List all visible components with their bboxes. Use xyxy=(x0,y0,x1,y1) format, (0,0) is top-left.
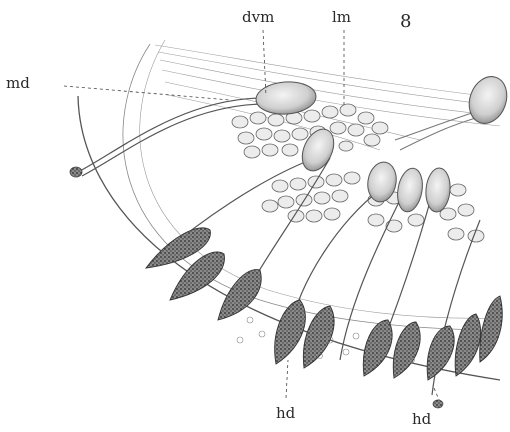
label-dvm: dvm xyxy=(242,10,274,25)
label-lm: lm xyxy=(332,10,351,25)
label-md: md xyxy=(6,76,30,91)
figure-number: 8 xyxy=(400,14,411,29)
bulb-glands xyxy=(255,71,510,213)
label-hd-left: hd xyxy=(276,406,295,421)
duct-opening xyxy=(70,167,82,177)
duct-tip xyxy=(433,400,443,408)
label-hd-right: hd xyxy=(412,412,431,427)
